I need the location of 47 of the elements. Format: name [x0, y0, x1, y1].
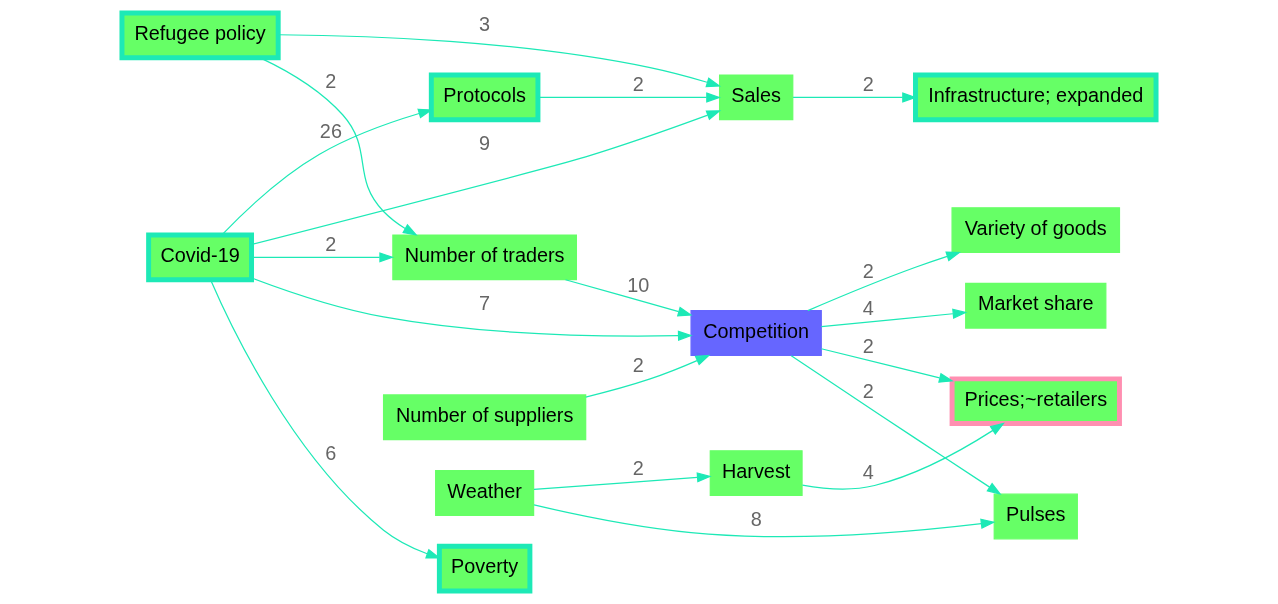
node-box: Protocols [428, 72, 541, 123]
arrow [533, 504, 996, 538]
edge-label: 2 [325, 232, 337, 255]
arrow [820, 308, 968, 328]
node-box: Sales [718, 74, 794, 121]
edge-label: 2 [862, 334, 874, 357]
edge-label: 2 [632, 72, 644, 95]
node-box: Market share [965, 282, 1107, 329]
edge-label: 10 [627, 273, 650, 296]
node-box: Number of suppliers [382, 394, 587, 441]
node-box: Competition [690, 310, 822, 356]
node-box: Covid-19 [146, 232, 254, 283]
arrow [585, 354, 711, 398]
edge-label: 2 [325, 70, 337, 93]
arrow [277, 34, 722, 88]
edge-label: 2 [862, 380, 874, 403]
edge-label: 9 [479, 132, 491, 155]
edge-label: 7 [479, 292, 491, 315]
edge-label: 2 [632, 354, 644, 377]
arrow [251, 252, 395, 263]
arrow [251, 277, 693, 341]
node-box: Pulses [993, 493, 1078, 540]
arrow [790, 355, 1002, 496]
arrow [801, 422, 1005, 490]
node-box: Variety of goods [951, 207, 1121, 253]
edge-label: 3 [479, 13, 491, 36]
node-box: Number of traders [392, 234, 577, 281]
edge-label: 2 [862, 260, 874, 283]
node-box: Infrastructure; expanded [913, 72, 1159, 123]
edge-label: 26 [319, 120, 342, 143]
arrow [251, 110, 722, 246]
node-box: Harvest [709, 450, 803, 497]
edge-label: 8 [750, 508, 762, 531]
edge-label: 4 [862, 297, 874, 320]
arrow [537, 92, 722, 103]
edge-label: 6 [325, 442, 337, 465]
arrow [564, 279, 693, 317]
edge-label: 2 [862, 72, 874, 95]
arrow [807, 251, 962, 312]
node-box: Weather [435, 470, 535, 516]
edge-label: 4 [862, 461, 874, 484]
arrow [533, 472, 712, 490]
arrow [820, 348, 954, 383]
edge-label: 2 [632, 457, 644, 480]
node-box: Prices;~retailers [949, 376, 1122, 426]
node-box: Poverty [436, 543, 533, 594]
node-box: Refugee policy [119, 10, 281, 61]
